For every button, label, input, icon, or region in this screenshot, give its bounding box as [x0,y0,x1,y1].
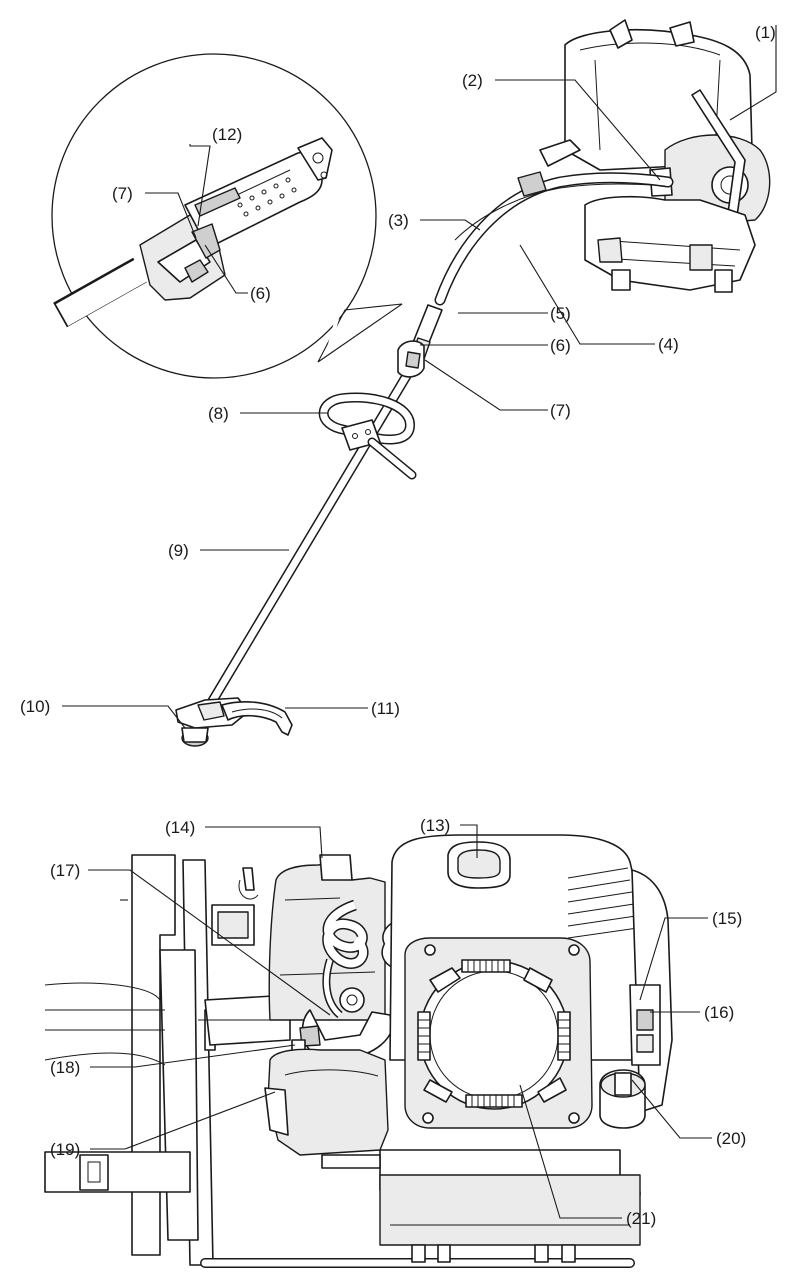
drive-shaft-illustration [205,304,443,710]
callout-7-inset: (7) [112,184,133,203]
callout-6-inset: (6) [250,284,271,303]
flexible-shaft-illustration [434,171,674,306]
callout-16: (16) [704,1003,734,1022]
callout-20: (20) [716,1129,746,1148]
callout-6: (6) [550,336,571,355]
callout-17: (17) [50,861,80,880]
callout-10: (10) [20,697,50,716]
callout-14: (14) [165,818,195,837]
leader-lines [62,25,777,1219]
frame-background-illustration [44,854,635,1268]
callout-5: (5) [550,304,571,323]
backpack-unit-illustration [539,19,771,293]
callout-7: (7) [550,401,571,420]
grip-texture [237,177,297,217]
callout-8: (8) [208,404,229,423]
guard-illustration [221,701,293,736]
callout-18: (18) [50,1058,80,1077]
callout-11: (11) [371,699,400,718]
engine-body-illustration [321,834,673,1263]
switch-panel-illustration [629,984,661,1066]
hook-and-clip-illustration [211,867,259,946]
callout-12: (12) [212,125,242,144]
callout-13: (13) [420,816,450,835]
callout-15: (15) [712,909,742,928]
throttle-detail-inset [51,53,403,379]
loop-handle-illustration [318,392,417,480]
callout-1: (1) [755,23,776,42]
callout-4: (4) [658,335,679,354]
callout-3: (3) [388,211,409,230]
vent-slots [417,959,571,1108]
fuel-cap-illustration [599,1069,646,1129]
callout-19: (19) [50,1140,80,1159]
callout-21: (21) [626,1209,656,1228]
callout-2: (2) [462,71,483,90]
callout-9: (9) [168,541,189,560]
fuel-tank-illustration [264,1048,389,1156]
callout-labels: (1) (2) (12) (7) (3) (6) (5) (4) (6) (7)… [20,23,776,1228]
